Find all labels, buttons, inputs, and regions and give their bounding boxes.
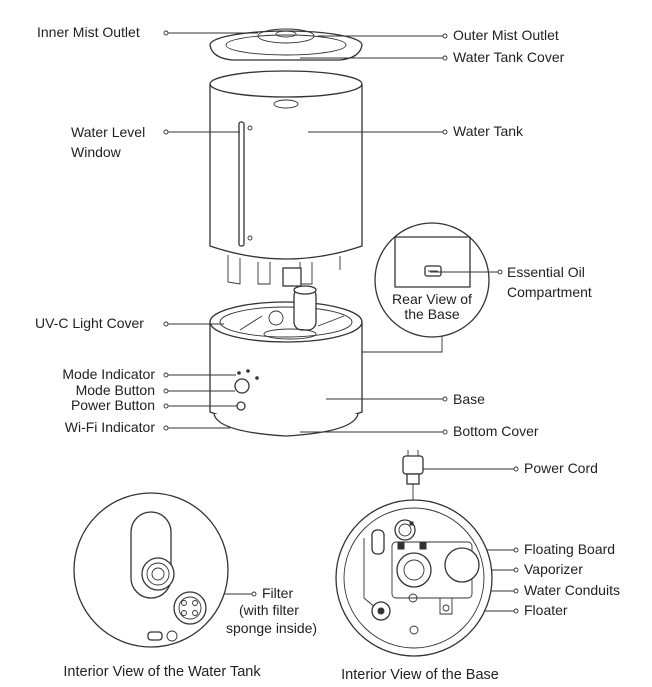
floater-label: Floater bbox=[524, 602, 568, 618]
mode-button-label: Mode Button bbox=[76, 382, 155, 398]
rear-view-inset: Rear View of the Base bbox=[374, 222, 490, 338]
rear-view-label-line-1: Rear View of bbox=[392, 291, 472, 307]
base-interior-illustration bbox=[335, 450, 493, 657]
power-button-label: Power Button bbox=[71, 397, 155, 413]
rear-view-label-line-2: the Base bbox=[404, 306, 459, 322]
wifi-indicator-label: Wi-Fi Indicator bbox=[65, 419, 156, 435]
base-illustration bbox=[209, 285, 363, 437]
water-level-window-label-line-1: Water Level bbox=[71, 124, 145, 140]
water-tank-illustration bbox=[209, 70, 363, 287]
water-tank-cover-illustration bbox=[209, 28, 363, 61]
power-cord-label: Power Cord bbox=[524, 460, 598, 476]
base-interior-caption: Interior View of the Base bbox=[341, 667, 499, 683]
water-level-window-label-line-2: Window bbox=[71, 144, 122, 160]
uvc-light-cover-label: UV-C Light Cover bbox=[35, 315, 144, 331]
bottom-cover-label: Bottom Cover bbox=[453, 423, 539, 439]
inner-mist-outlet-label: Inner Mist Outlet bbox=[37, 24, 140, 40]
tank-interior-illustration bbox=[73, 492, 229, 648]
water-tank-label: Water Tank bbox=[453, 123, 524, 139]
leader-lines bbox=[163, 30, 519, 614]
mode-indicator-label: Mode Indicator bbox=[62, 366, 155, 382]
base-label: Base bbox=[453, 391, 485, 407]
water-tank-cover-label: Water Tank Cover bbox=[453, 49, 565, 65]
tank-interior-caption: Interior View of the Water Tank bbox=[63, 664, 261, 680]
water-conduits-label: Water Conduits bbox=[524, 582, 620, 598]
essential-oil-label-line-1: Essential Oil bbox=[507, 264, 585, 280]
outer-mist-outlet-label: Outer Mist Outlet bbox=[453, 27, 559, 43]
filter-label-line-3: sponge inside) bbox=[226, 620, 317, 636]
filter-label-line-1: Filter bbox=[262, 585, 293, 601]
floating-board-label: Floating Board bbox=[524, 541, 615, 557]
vaporizer-label: Vaporizer bbox=[524, 561, 583, 577]
filter-label-line-2: (with filter bbox=[239, 602, 299, 618]
essential-oil-label-line-2: Compartment bbox=[507, 284, 592, 300]
